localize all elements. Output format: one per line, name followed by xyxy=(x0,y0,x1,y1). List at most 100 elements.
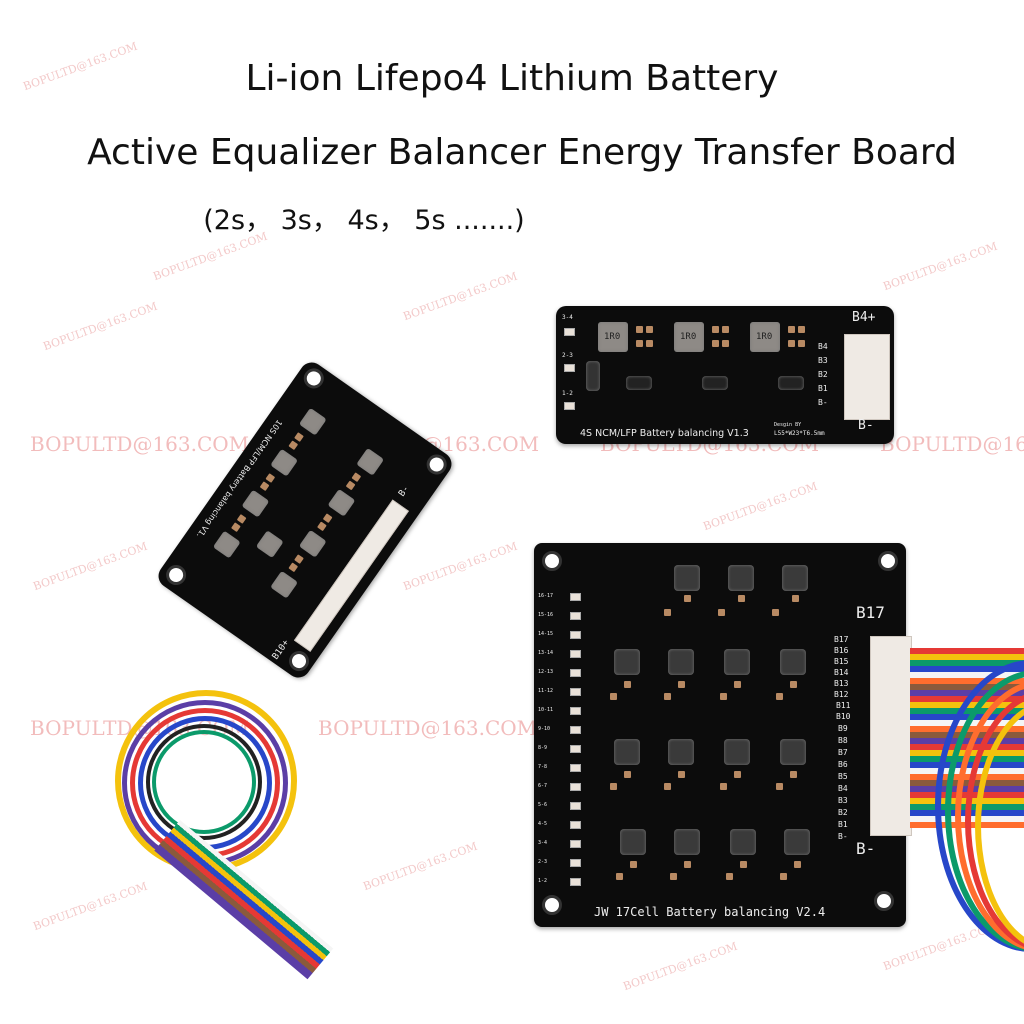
watermark: BOPULTD@163.COM xyxy=(881,239,1000,294)
led-label: 13-14 xyxy=(538,650,554,656)
mosfet xyxy=(702,376,728,390)
led-label: 2-3 xyxy=(538,859,548,865)
pin-label: B8 xyxy=(838,736,848,745)
pin-label: B2 xyxy=(838,808,848,817)
watermark: BOPULTD@163.COM xyxy=(401,539,520,594)
led-indicator xyxy=(564,328,575,336)
mosfet xyxy=(778,376,804,390)
watermark: BOPULTD@163.COM xyxy=(621,939,740,994)
terminal-bottom-label: B- xyxy=(397,484,412,499)
inductor xyxy=(356,447,385,476)
inductor xyxy=(241,489,270,518)
inductor xyxy=(270,570,299,599)
pin-label: B5 xyxy=(838,772,848,781)
board-label: 4S NCM/LFP Battery balancing V1.3 xyxy=(580,428,749,439)
balance-connector xyxy=(293,499,409,652)
terminal-bottom-label: B- xyxy=(856,839,876,858)
pin-label: B4 xyxy=(838,784,848,793)
mounting-hole xyxy=(874,891,894,911)
balance-connector xyxy=(844,334,890,420)
watermark: BOPULTD@163.COM xyxy=(318,716,538,740)
mounting-hole xyxy=(162,561,191,589)
inductor xyxy=(750,322,780,352)
watermark: BOPULTD@163.COM xyxy=(31,539,150,594)
led-label: 11-12 xyxy=(538,688,554,694)
watermark: BOPULTD@163.COM xyxy=(361,839,480,894)
pin-label: B4 xyxy=(818,342,828,351)
led-label: 16-17 xyxy=(538,593,554,599)
led-label: 3-4 xyxy=(538,840,548,846)
title-line-1: Li-ion Lifepo4 Lithium Battery xyxy=(245,58,779,99)
pin-label: B11 xyxy=(836,701,851,710)
design-label: Desgin BY xyxy=(774,422,802,428)
led-label: 7-8 xyxy=(538,764,548,770)
terminal-top-label: B4+ xyxy=(852,310,876,325)
title-line-2: Active Equalizer Balancer Energy Transfe… xyxy=(87,132,957,173)
inductor xyxy=(327,488,356,517)
inductor-label: 1R0 xyxy=(680,332,697,342)
inductor xyxy=(298,529,327,558)
led-label: 9-10 xyxy=(538,726,551,732)
balance-connector-17s xyxy=(870,636,912,836)
terminal-top-label: B17 xyxy=(856,603,885,622)
pin-label: B15 xyxy=(834,657,849,666)
chip xyxy=(586,361,600,391)
watermark: BOPULTD@163.COM xyxy=(30,432,250,456)
led-label: 5-6 xyxy=(538,802,548,808)
inductor-label: 1R0 xyxy=(604,332,621,342)
led-label: 12-13 xyxy=(538,669,554,675)
inductor xyxy=(255,530,284,559)
led-label: 1-2 xyxy=(538,878,548,884)
inductor xyxy=(298,407,327,436)
pin-label: B2 xyxy=(818,370,828,379)
mounting-hole xyxy=(542,551,562,571)
mounting-hole xyxy=(542,895,562,915)
inductor-label: 1R0 xyxy=(756,332,773,342)
watermark: BOPULTD@163.COM xyxy=(151,229,270,284)
led-indicator xyxy=(564,402,575,410)
pin-label: B1 xyxy=(838,820,848,829)
pin-label: B7 xyxy=(838,748,848,757)
led-label: 15-16 xyxy=(538,612,554,618)
pin-label: B14 xyxy=(834,668,849,677)
pin-label: B10 xyxy=(836,712,851,721)
watermark: BOPULTD@163.COM xyxy=(701,479,820,534)
title-line-3: (2s， 3s， 4s， 5s .......) xyxy=(203,205,525,236)
inductor xyxy=(598,322,628,352)
pin-label: B- xyxy=(838,832,848,841)
pin-label: B13 xyxy=(834,679,849,688)
watermark: BOPULTD@163.COM xyxy=(880,432,1024,456)
led-label: 14-15 xyxy=(538,631,554,637)
inductor xyxy=(212,530,241,559)
watermark: BOPULTD@163.COM xyxy=(401,269,520,324)
pin-label: B6 xyxy=(838,760,848,769)
pin-label: B9 xyxy=(838,724,848,733)
pin-label: B- xyxy=(818,398,828,407)
pin-label: B17 xyxy=(834,635,849,644)
watermark: BOPULTD@163.COM xyxy=(31,879,150,934)
pin-label: B3 xyxy=(818,356,828,365)
led-label: 4-5 xyxy=(538,821,548,827)
led-label: 3-4 xyxy=(562,314,573,321)
board-label: JW 17Cell Battery balancing V2.4 xyxy=(594,905,826,919)
mosfet xyxy=(626,376,652,390)
pin-label: B1 xyxy=(818,384,828,393)
board-17s: 16-17 15-16 14-15 13-14 12-13 11-12 10-1… xyxy=(534,543,906,927)
led-label: 2-3 xyxy=(562,352,573,359)
board-10s: B10+ B- 10S NCM/LFP Battery balancing V1… xyxy=(153,357,457,683)
dimensions-label: L55*W23*T6.5mm xyxy=(774,430,825,437)
led-indicator xyxy=(564,364,575,372)
mounting-hole xyxy=(299,364,328,393)
inductor xyxy=(270,448,299,477)
pin-label: B16 xyxy=(834,646,849,655)
watermark: BOPULTD@163.COM xyxy=(41,299,160,354)
pin-label: B12 xyxy=(834,690,849,699)
pin-label: B3 xyxy=(838,796,848,805)
led-label: 6-7 xyxy=(538,783,548,789)
led-label: 1-2 xyxy=(562,390,573,397)
mounting-hole xyxy=(422,450,451,479)
led-label: 10-11 xyxy=(538,707,554,713)
led-label: 8-9 xyxy=(538,745,548,751)
mounting-hole xyxy=(878,551,898,571)
terminal-bottom-label: B- xyxy=(858,418,874,433)
